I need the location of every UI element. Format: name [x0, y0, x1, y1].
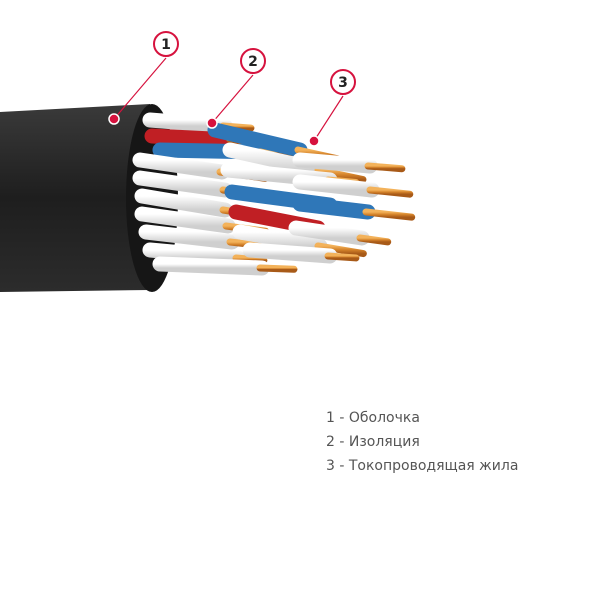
callout-dot-3	[308, 135, 320, 147]
core-insulation	[292, 152, 378, 174]
leader-line-1	[113, 57, 167, 120]
legend-item-insulation: 2 - Изоляция	[326, 434, 420, 450]
core-conductor	[364, 162, 406, 173]
legend-item-conductor: 3 - Токопроводящая жила	[326, 458, 519, 474]
core-insulation	[134, 206, 236, 234]
callout-dot-1	[108, 113, 120, 125]
core-insulation	[138, 224, 240, 250]
callout-marker-1: 1	[153, 31, 179, 57]
leader-line-3	[313, 95, 344, 142]
core-insulation	[134, 188, 233, 218]
core-insulation	[132, 170, 233, 198]
callout-leaders	[113, 57, 344, 142]
core-conductor	[256, 264, 298, 273]
core-insulation	[152, 256, 270, 276]
callout-dot-2	[206, 117, 218, 129]
callout-marker-2: 2	[240, 48, 266, 74]
leader-line-2	[211, 74, 254, 124]
core-insulation	[288, 220, 370, 246]
core-conductor	[324, 252, 360, 262]
callout-number-2: 2	[248, 54, 258, 70]
core-insulation	[242, 242, 338, 264]
core-insulation	[144, 128, 240, 148]
core-conductor	[356, 234, 392, 246]
core-insulation	[292, 174, 380, 198]
legend: 1 - Оболочка 2 - Изоляция 3 - Токопровод…	[326, 406, 518, 478]
core-conductor	[362, 208, 416, 221]
core-conductor	[314, 242, 367, 258]
callout-dots	[108, 113, 320, 147]
callout-number-3: 3	[338, 75, 348, 91]
cable-cores	[132, 112, 454, 276]
callout-marker-3: 3	[330, 69, 356, 95]
legend-item-sheath: 1 - Оболочка	[326, 410, 420, 426]
core-conductor	[314, 166, 367, 184]
core-conductor	[232, 254, 268, 264]
core-insulation	[142, 242, 246, 266]
core-insulation	[132, 152, 230, 180]
core-insulation	[207, 122, 308, 158]
callout-number-1: 1	[161, 37, 171, 53]
core-insulation	[292, 196, 376, 220]
core-insulation	[232, 224, 328, 254]
